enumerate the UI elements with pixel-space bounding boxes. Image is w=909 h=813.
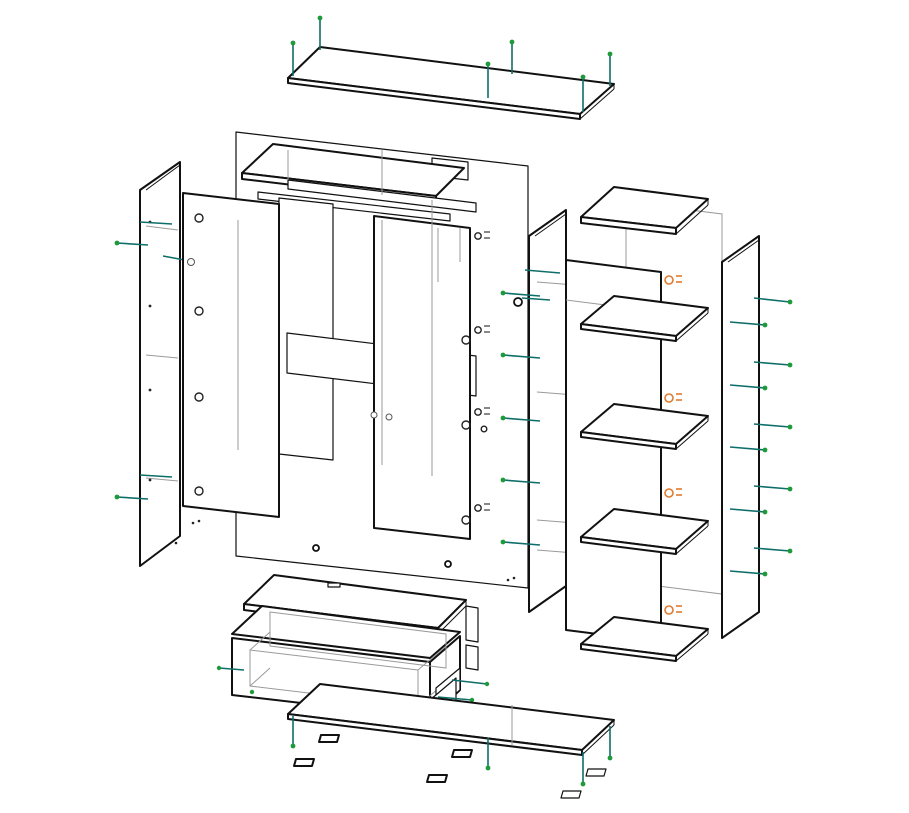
plinth — [287, 683, 615, 787]
left-door-hinges — [187, 213, 204, 496]
shelf-unit-shelves — [580, 295, 709, 555]
foot — [318, 734, 340, 743]
plinth-dowels — [290, 716, 613, 787]
shelf-unit-right-side — [721, 235, 793, 639]
shelf-unit-bottom — [580, 616, 709, 662]
top-panel — [287, 15, 615, 120]
foot — [426, 774, 448, 783]
foot — [585, 768, 607, 777]
shelf-unit-right-dowels — [729, 297, 793, 577]
top-panel-dowels — [290, 15, 613, 112]
left-door — [182, 192, 280, 518]
right-door-hinge-plates — [474, 231, 490, 512]
loose-fittings — [174, 519, 516, 582]
left-side-panel — [114, 161, 191, 567]
foot — [560, 790, 582, 799]
right-door — [370, 200, 490, 540]
drawer-dowels — [216, 665, 490, 703]
right-door-hinges — [461, 335, 471, 525]
shelf-unit-top — [580, 186, 709, 235]
shelf-unit-left-dowels — [500, 269, 561, 546]
foot — [451, 749, 473, 758]
cam-fittings — [664, 275, 682, 615]
foot — [293, 758, 315, 767]
feet — [293, 734, 607, 799]
upper-inner-shelf — [241, 143, 477, 222]
